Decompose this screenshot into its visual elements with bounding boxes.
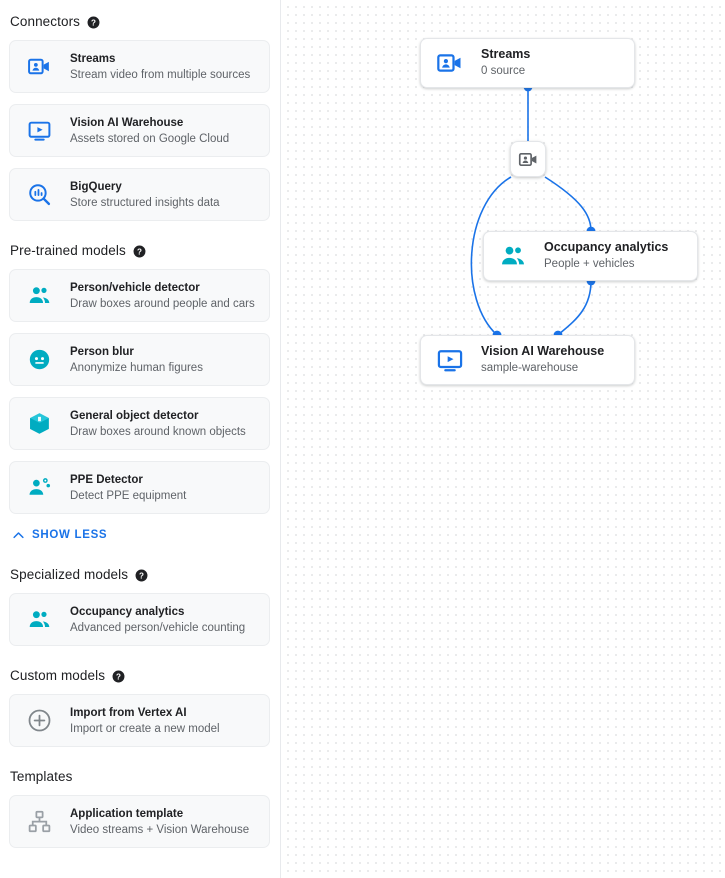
people-icon: [498, 241, 528, 271]
card-title: Occupancy analytics: [70, 605, 185, 618]
card-subtitle: Import or create a new model: [70, 722, 220, 735]
help-icon[interactable]: ?: [112, 670, 125, 683]
monitor-play-icon: [26, 118, 52, 144]
connector-card-streams[interactable]: Streams Stream video from multiple sourc…: [9, 40, 270, 93]
card-subtitle: Draw boxes around people and cars: [70, 297, 255, 310]
chevron-up-icon: [11, 528, 26, 543]
show-less-button[interactable]: SHOW LESS: [11, 525, 107, 545]
people-icon: [26, 283, 52, 309]
section-title: Custom models: [10, 668, 106, 683]
card-subtitle: Draw boxes around known objects: [70, 425, 246, 438]
card-subtitle: Anonymize human figures: [70, 361, 203, 374]
section-header-templates: Templates: [0, 767, 280, 787]
svg-text:?: ?: [91, 18, 96, 27]
card-title: Vision AI Warehouse: [70, 116, 184, 129]
graph-node-vision-ai-warehouse[interactable]: Vision AI Warehouse sample-warehouse: [420, 335, 635, 385]
section-header-pre-trained-models: Pre-trained models ?: [0, 241, 280, 261]
section-title: Connectors: [10, 14, 81, 29]
node-subtitle: People + vehicles: [544, 258, 635, 270]
node-title: Occupancy analytics: [544, 240, 669, 254]
card-title: General object detector: [70, 409, 199, 422]
node-title: Streams: [481, 47, 531, 61]
model-card-person-blur[interactable]: Person blur Anonymize human figures: [9, 333, 270, 386]
section-title: Specialized models: [10, 567, 129, 582]
hierarchy-icon: [26, 809, 52, 835]
card-subtitle: Detect PPE equipment: [70, 489, 187, 502]
section-header-connectors: Connectors ?: [0, 12, 280, 32]
help-icon[interactable]: ?: [133, 245, 146, 258]
people-icon: [26, 607, 52, 633]
svg-text:?: ?: [116, 672, 121, 681]
card-title: Application template: [70, 807, 184, 820]
graph-node-occupancy-analytics[interactable]: Occupancy analytics People + vehicles: [483, 231, 698, 281]
cube-box-icon: [26, 411, 52, 437]
node-subtitle: 0 source: [481, 65, 526, 77]
model-card-occupancy-analytics[interactable]: Occupancy analytics Advanced person/vehi…: [9, 593, 270, 646]
graph-node-streams[interactable]: Streams 0 source: [420, 38, 635, 88]
card-subtitle: Advanced person/vehicle counting: [70, 621, 246, 634]
card-title: Person blur: [70, 345, 134, 358]
model-card-general-object-detector[interactable]: General object detector Draw boxes aroun…: [9, 397, 270, 450]
face-blur-icon: [26, 347, 52, 373]
node-title: Vision AI Warehouse: [481, 344, 605, 358]
help-icon[interactable]: ?: [87, 16, 100, 29]
component-sidebar: Connectors ? Streams Stream video from m…: [0, 0, 281, 878]
video-camera-person-icon: [435, 48, 465, 78]
plus-circle-icon: [26, 708, 52, 734]
graph-badge-node-stream-source[interactable]: [510, 141, 546, 177]
section-header-specialized-models: Specialized models ?: [0, 565, 280, 585]
card-title: Streams: [70, 52, 116, 65]
card-subtitle: Video streams + Vision Warehouse: [70, 823, 250, 836]
magnifier-barchart-icon: [26, 182, 52, 208]
node-subtitle: sample-warehouse: [481, 362, 579, 374]
show-less-label: SHOW LESS: [32, 529, 108, 541]
section-title: Pre-trained models: [10, 243, 126, 258]
model-card-import-from-vertex-ai[interactable]: Import from Vertex AI Import or create a…: [9, 694, 270, 747]
card-subtitle: Assets stored on Google Cloud: [70, 132, 230, 145]
section-header-custom-models: Custom models ?: [0, 666, 280, 686]
connector-card-vision-ai-warehouse[interactable]: Vision AI Warehouse Assets stored on Goo…: [9, 104, 270, 157]
model-card-person-vehicle-detector[interactable]: Person/vehicle detector Draw boxes aroun…: [9, 269, 270, 322]
svg-text:?: ?: [139, 571, 144, 580]
svg-text:?: ?: [137, 247, 142, 256]
card-title: Person/vehicle detector: [70, 281, 200, 294]
graph-edges: [470, 82, 596, 340]
card-title: PPE Detector: [70, 473, 143, 486]
help-icon[interactable]: ?: [135, 569, 148, 582]
template-card-application-template[interactable]: Application template Video streams + Vis…: [9, 795, 270, 848]
card-title: Import from Vertex AI: [70, 706, 187, 719]
connector-card-bigquery[interactable]: BigQuery Store structured insights data: [9, 168, 270, 221]
card-subtitle: Stream video from multiple sources: [70, 68, 251, 81]
video-camera-person-icon: [518, 149, 539, 170]
model-card-ppe-detector[interactable]: PPE Detector Detect PPE equipment: [9, 461, 270, 514]
section-title: Templates: [10, 769, 73, 784]
card-subtitle: Store structured insights data: [70, 196, 220, 209]
monitor-play-icon: [435, 345, 465, 375]
component-graph-canvas[interactable]: Streams 0 source: [281, 0, 725, 878]
card-title: BigQuery: [70, 180, 122, 193]
video-camera-person-icon: [26, 54, 52, 80]
person-gear-icon: [26, 475, 52, 501]
